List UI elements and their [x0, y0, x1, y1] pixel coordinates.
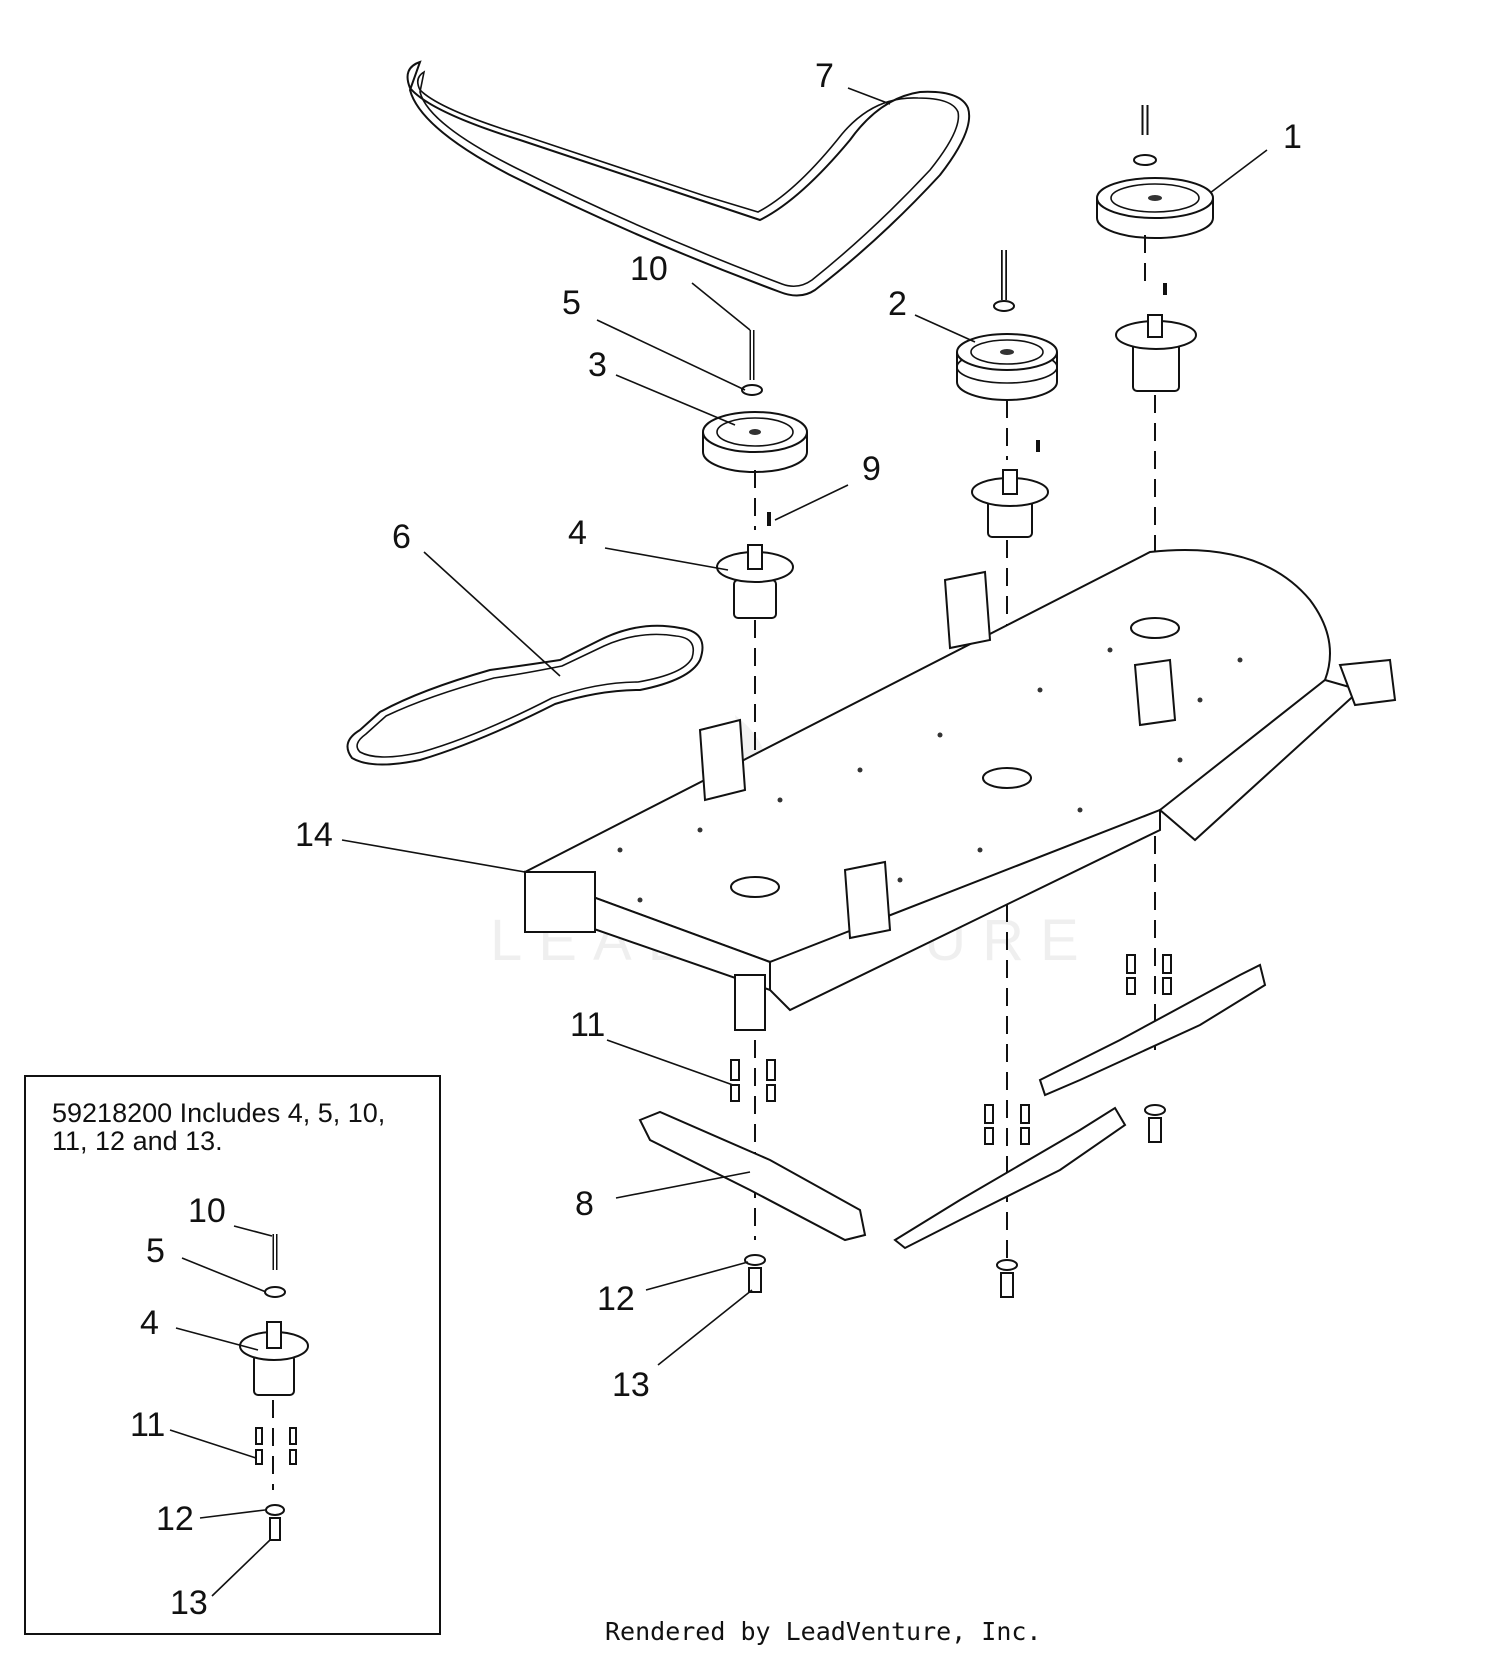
- key-9: [767, 512, 771, 526]
- spindle-center: [971, 440, 1049, 538]
- inset-callout-12: 12: [156, 1500, 194, 1538]
- belt-7: [406, 60, 971, 297]
- callout-1: 1: [1283, 118, 1302, 156]
- inset-callout-10: 10: [188, 1192, 226, 1230]
- leader-lines: [341, 87, 1268, 1366]
- spindle-4: [716, 544, 794, 619]
- footer-credit: Rendered by LeadVenture, Inc.: [605, 1617, 1042, 1646]
- inset-note-line2: 11, 12 and 13.: [52, 1126, 223, 1156]
- callout-10: 10: [630, 250, 668, 288]
- callout-3: 3: [588, 346, 607, 384]
- inset-frame: [24, 1075, 441, 1635]
- inset-callout-5: 5: [146, 1232, 165, 1270]
- mower-deck: [522, 549, 1397, 1031]
- callout-5: 5: [562, 284, 581, 322]
- hardware-12-13: [744, 1104, 1166, 1298]
- callout-11: 11: [570, 1006, 605, 1044]
- callout-14: 14: [295, 816, 333, 854]
- callout-12: 12: [597, 1280, 635, 1318]
- pulley-2: [956, 250, 1058, 401]
- inset-callout-11: 11: [130, 1406, 165, 1444]
- spindle-right: [1115, 283, 1197, 392]
- callout-labels: 1 2 3 4 5 6 7 8 9 10 11 12 13 14: [295, 57, 1302, 1404]
- inset-note-line1: 59218200 Includes 4, 5, 10,: [52, 1098, 385, 1128]
- kit-inset: 59218200 Includes 4, 5, 10, 11, 12 and 1…: [24, 1075, 441, 1635]
- bolts-11: [730, 954, 1172, 1145]
- pulley-3: [702, 330, 808, 473]
- callout-7: 7: [815, 57, 834, 95]
- inset-callout-13: 13: [170, 1584, 208, 1622]
- blades-8: [638, 963, 1267, 1250]
- callout-2: 2: [888, 285, 907, 323]
- belt-6: [346, 624, 704, 766]
- inset-callout-4: 4: [140, 1304, 159, 1342]
- callout-4: 4: [568, 514, 587, 552]
- callout-9: 9: [862, 450, 881, 488]
- callout-6: 6: [392, 518, 411, 556]
- pulley-1: [1096, 105, 1214, 239]
- callout-13: 13: [612, 1366, 650, 1404]
- callout-8: 8: [575, 1185, 594, 1223]
